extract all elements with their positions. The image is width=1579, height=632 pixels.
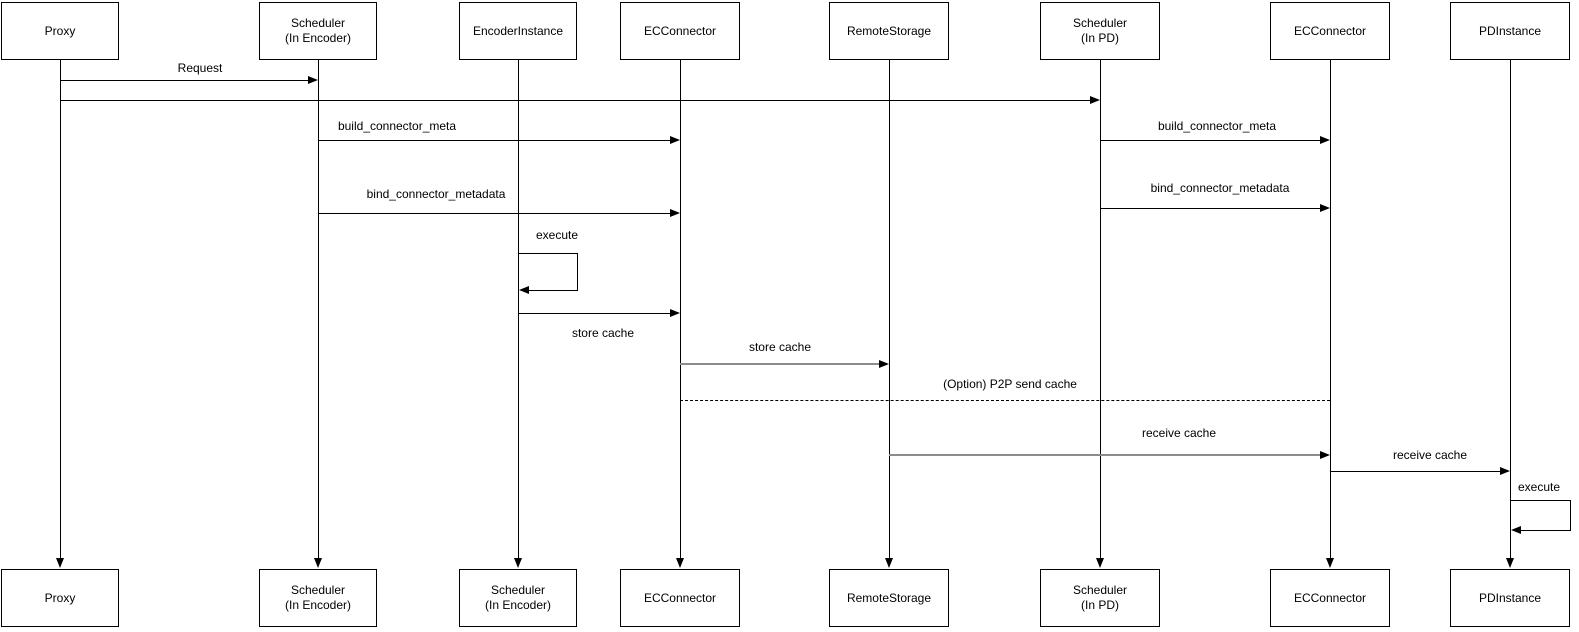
lifeline-pd-instance	[1510, 60, 1511, 560]
message-label-6: store cache	[571, 326, 635, 340]
actor-box-top-scheduler-in-encoder: Scheduler (In Encoder)	[259, 2, 377, 60]
message-label-0: Request	[177, 61, 223, 75]
message-line-5	[1100, 208, 1328, 209]
message-line-4	[318, 213, 678, 214]
message-arrowhead-icon-3	[1320, 136, 1330, 144]
message-line-3	[1100, 140, 1328, 141]
lifeline-arrowhead-icon-encoder-instance	[514, 558, 522, 568]
message-label-5: bind_connector_metadata	[1150, 181, 1290, 195]
lifeline-scheduler-in-pd	[1100, 60, 1101, 560]
message-arrowhead-icon-7	[879, 360, 889, 368]
message-line-8	[680, 400, 1330, 401]
lifeline-arrowhead-icon-ec-connector-pd	[1326, 558, 1334, 568]
message-arrowhead-icon-0	[308, 76, 318, 84]
actor-box-top-ec-connector-encoder: ECConnector	[620, 2, 740, 60]
message-label-8: (Option) P2P send cache	[943, 377, 1077, 391]
lifeline-proxy	[60, 60, 61, 560]
message-line-7	[680, 363, 887, 365]
self-loop-arrowhead-icon-0	[519, 286, 529, 294]
actor-box-bottom-ec-connector-pd: ECConnector	[1270, 569, 1390, 627]
lifeline-arrowhead-icon-scheduler-in-pd	[1096, 558, 1104, 568]
actor-box-top-pd-instance: PDInstance	[1450, 2, 1570, 60]
lifeline-arrowhead-icon-remote-storage	[885, 558, 893, 568]
lifeline-encoder-instance	[518, 60, 519, 560]
actor-box-bottom-proxy: Proxy	[1, 569, 119, 627]
self-loop-arrowhead-icon-1	[1511, 526, 1521, 534]
message-arrowhead-icon-4	[670, 209, 680, 217]
message-arrowhead-icon-6	[670, 309, 680, 317]
self-loop-bottom-1	[1520, 530, 1570, 531]
lifeline-arrowhead-icon-proxy	[56, 558, 64, 568]
message-label-4: bind_connector_metadata	[366, 187, 506, 201]
self-loop-label-0: execute	[536, 228, 579, 242]
message-line-1	[60, 100, 1098, 101]
lifeline-arrowhead-icon-ec-connector-encoder	[676, 558, 684, 568]
message-arrowhead-icon-2	[670, 136, 680, 144]
actor-box-bottom-scheduler-in-encoder: Scheduler (In Encoder)	[259, 569, 377, 627]
actor-box-top-encoder-instance: EncoderInstance	[459, 2, 577, 60]
message-arrowhead-icon-9	[1320, 451, 1330, 459]
self-loop-right-0	[577, 253, 578, 291]
message-line-2	[318, 140, 678, 141]
lifeline-arrowhead-icon-scheduler-in-encoder	[314, 558, 322, 568]
message-line-10	[1330, 471, 1508, 472]
actor-box-bottom-pd-instance: PDInstance	[1450, 569, 1570, 627]
message-label-9: receive cache	[1141, 426, 1217, 440]
lifeline-arrowhead-icon-pd-instance	[1506, 558, 1514, 568]
actor-box-bottom-ec-connector-encoder: ECConnector	[620, 569, 740, 627]
lifeline-ec-connector-encoder	[680, 60, 681, 560]
lifeline-remote-storage	[889, 60, 890, 560]
lifeline-ec-connector-pd	[1330, 60, 1331, 560]
actor-box-top-ec-connector-pd: ECConnector	[1270, 2, 1390, 60]
self-loop-top-1	[1510, 500, 1570, 501]
message-label-3: build_connector_meta	[1157, 119, 1277, 133]
message-label-2: build_connector_meta	[337, 119, 457, 133]
message-line-9	[889, 454, 1328, 456]
actor-box-bottom-encoder-instance: Scheduler (In Encoder)	[459, 569, 577, 627]
message-arrowhead-icon-5	[1320, 204, 1330, 212]
actor-box-bottom-scheduler-in-pd: Scheduler (In PD)	[1040, 569, 1160, 627]
lifeline-scheduler-in-encoder	[318, 60, 319, 560]
message-arrowhead-icon-10	[1500, 467, 1510, 475]
message-label-7: store cache	[748, 340, 812, 354]
message-arrowhead-icon-1	[1090, 96, 1100, 104]
message-line-6	[518, 313, 678, 314]
self-loop-label-1: execute	[1518, 480, 1561, 494]
actor-box-top-proxy: Proxy	[1, 2, 119, 60]
self-loop-bottom-0	[528, 290, 577, 291]
self-loop-right-1	[1570, 500, 1571, 531]
self-loop-top-0	[518, 253, 577, 254]
message-line-0	[60, 80, 316, 81]
message-label-10: receive cache	[1392, 448, 1468, 462]
actor-box-top-remote-storage: RemoteStorage	[829, 2, 949, 60]
actor-box-bottom-remote-storage: RemoteStorage	[829, 569, 949, 627]
actor-box-top-scheduler-in-pd: Scheduler (In PD)	[1040, 2, 1160, 60]
